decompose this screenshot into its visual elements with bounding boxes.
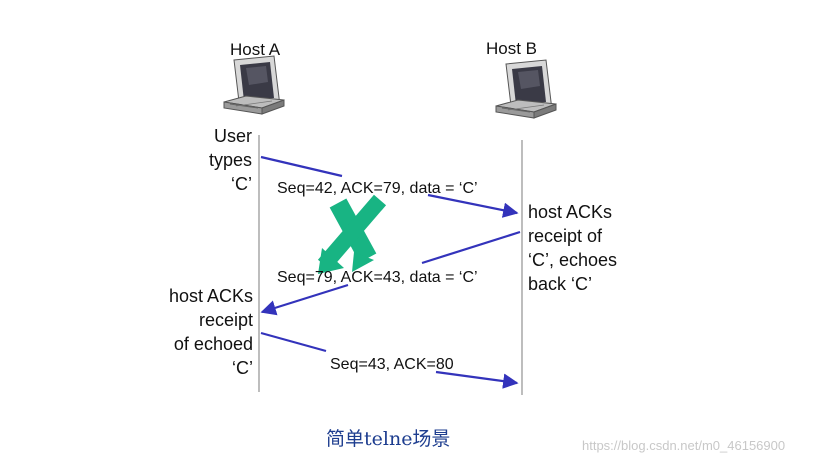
host-b-label: Host B <box>486 39 538 58</box>
message-2-label: Seq=79, ACK=43, data = ‘C’ <box>277 269 478 286</box>
cross-mark-icon <box>317 194 387 274</box>
note-line: User <box>213 126 252 146</box>
note-line: types <box>208 150 252 170</box>
user-types-note: User types ‘C’ <box>209 124 252 196</box>
message-3-arrow-start <box>260 331 327 353</box>
note-line: host ACKs <box>168 286 253 306</box>
host-b-computer-icon <box>495 59 557 119</box>
message-1-arrow-end <box>427 193 519 218</box>
host-a-computer-icon <box>223 55 285 115</box>
watermark-url: https://blog.csdn.net/m0_46156900 <box>582 438 786 453</box>
diagram-caption: 简单telne场景 <box>326 428 451 450</box>
note-line: host ACKs <box>528 202 613 222</box>
note-line: ‘C’ <box>231 174 252 194</box>
message-2-arrow-end <box>260 283 349 316</box>
note-line: ‘C’, echoes <box>528 250 618 270</box>
message-2-arrow-start <box>421 230 521 265</box>
message-1-arrow-start <box>260 155 343 178</box>
message-3-label: Seq=43, ACK=80 <box>330 356 454 373</box>
host-a-ack-note: host ACKs receipt of echoed ‘C’ <box>169 284 253 380</box>
note-line: of echoed <box>173 334 253 354</box>
note-line: receipt <box>198 310 253 330</box>
message-3-arrow-end <box>435 370 519 389</box>
host-b-ack-note: host ACKs receipt of ‘C’, echoes back ‘C… <box>528 200 617 296</box>
message-1-label: Seq=42, ACK=79, data = ‘C’ <box>277 180 478 197</box>
note-line: ‘C’ <box>232 358 253 378</box>
note-line: receipt of <box>528 226 603 246</box>
note-line: back ‘C’ <box>528 274 593 294</box>
host-a-label: Host A <box>230 40 281 59</box>
